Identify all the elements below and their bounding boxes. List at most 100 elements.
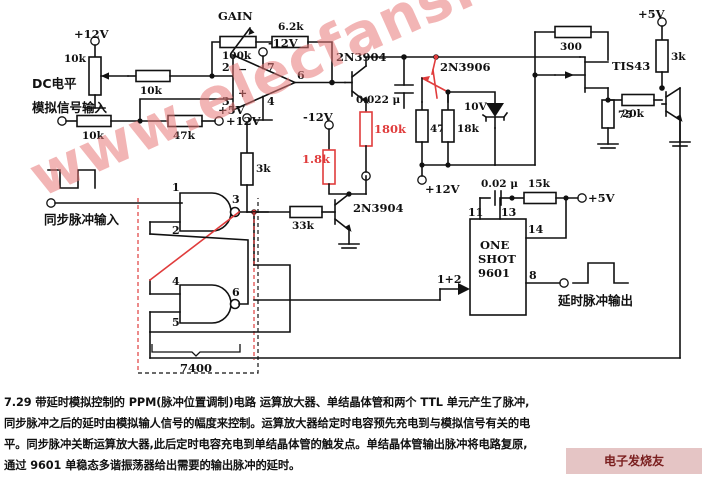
pin-label-7: 7 (267, 61, 275, 74)
resistor-18k-value: 18k (457, 123, 480, 135)
pin-label-13: 13 (501, 206, 516, 219)
sync-pulse-input-label: 同步脉冲输入 (44, 212, 120, 227)
resistor-3k-right-value: 3k (671, 51, 686, 63)
caption-line-2: 同步脉冲之后的延时由模拟输人信号的幅度来控制。运算放大器给定时电容预先充电到与模… (4, 417, 531, 430)
supply-p5v-right: +5V (638, 7, 666, 21)
pin-label-11: 11 (468, 206, 483, 219)
figure-caption: 7.29 带延时模拟控制的 PPM(脉冲位置调制)电路 运算放大器、单结晶体管和… (0, 392, 707, 480)
resistor-75 (601, 99, 615, 129)
supply-n12v-opamp: -12V (303, 110, 334, 124)
junction (532, 72, 538, 78)
pot-gain-value: 100k (222, 50, 252, 62)
emitter-arrow (676, 114, 683, 122)
resistor-33k-value: 33k (292, 220, 315, 232)
potentiometer-gain[interactable] (219, 35, 257, 49)
resistor-47k (167, 114, 203, 128)
pin-label-nand2-b: 5 (172, 316, 180, 329)
caption-line-3: 平。同步脉冲关断运算放大器,此后定时电容充电到单结晶体管的触发点。单结晶体管输出… (4, 438, 528, 451)
resistor-3k-right (655, 39, 669, 73)
nand-gate-2 (179, 284, 232, 324)
junction (346, 191, 352, 197)
device-tis43: TIS43 (612, 59, 650, 73)
emitter-arrow (345, 224, 352, 232)
pin-label-4: 4 (267, 95, 275, 108)
resistor-15k (523, 191, 557, 205)
supply-p5v-9601: +5V (588, 191, 616, 205)
zener-10v-value: 10V (464, 101, 488, 113)
gain-label: GAIN (218, 9, 253, 23)
gain-arrow (248, 28, 255, 35)
resistor-33k (289, 205, 323, 219)
pin-label-nand1-y: 3 (232, 193, 240, 206)
terminal-sync-pulse-input[interactable] (46, 198, 56, 208)
resistor-180k-value: 180k (374, 122, 407, 136)
zener-diode (486, 103, 504, 117)
nand-gate-1 (179, 192, 232, 232)
resistor-300 (554, 25, 592, 39)
terminal-p12v-47k (214, 116, 224, 126)
oneshot-line3: 9601 (478, 266, 510, 280)
resistor-15k-value: 15k (528, 178, 551, 190)
pot-dc-value: 10k (64, 53, 87, 65)
terminal-n12v-opamp (258, 47, 268, 57)
junction (445, 162, 451, 168)
oneshot-trigger-label: 1+2 (437, 273, 462, 286)
pin-label-nand1-a: 1 (172, 181, 180, 194)
resistor-10k-inv-value: 10k (140, 85, 163, 97)
terminal-delay-pulse-output[interactable] (559, 278, 569, 288)
pin-label-3: 3 (222, 95, 230, 108)
capacitor-002u-value: 0.02 μ (481, 178, 518, 190)
watermark-badge: 电子发烧友 Elecfans.com (566, 448, 702, 474)
pin-label-6: 6 (297, 69, 305, 82)
ic7400-outline (138, 198, 259, 374)
cross-couple-b (149, 233, 249, 305)
device-2n3904-opamp: 2N3904 (336, 50, 387, 64)
emitter-arrow (362, 96, 369, 104)
resistor-75-value: 75 (618, 109, 633, 121)
analog-input-label: 模拟信号输入 (32, 100, 108, 115)
resistor-3k-nand (240, 152, 254, 186)
pin-label-nand2-y: 6 (232, 286, 240, 299)
resistor-1k8-value: 1.8k (302, 152, 331, 166)
terminal-p12v-bias (417, 175, 427, 185)
ic7400-label: 7400 (180, 361, 212, 375)
pnp-emitter-arrow (422, 76, 430, 82)
resistor-47k-value: 47k (173, 130, 196, 142)
ujt-emitter-arrow (565, 71, 574, 79)
resistor-20k (621, 93, 655, 107)
trigger-arrow (458, 283, 470, 295)
pin-label-nand1-b: 2 (172, 224, 180, 237)
resistor-10k-analog (76, 114, 112, 128)
caption-line-4: 通过 9601 单稳态多谐振荡器给出需要的输出脉冲的延时。 (4, 459, 301, 472)
supply-p12v-47k: +12V (226, 114, 262, 128)
resistor-10k-analog-value: 10k (82, 130, 105, 142)
nand2-bubble (229, 298, 241, 310)
oneshot-line1: ONE (480, 238, 510, 252)
opamp-nin-sign: + (238, 87, 247, 100)
supply-p12v-a: +12V (74, 27, 110, 41)
pin-label-nand2-a: 4 (172, 275, 180, 288)
resistor-6k2-value: 6.2k (278, 21, 304, 33)
resistor-3k-nand-value: 3k (256, 163, 271, 175)
terminal-p5v-9601[interactable] (577, 193, 587, 203)
cross-couple-a (148, 210, 241, 282)
supply-n12v-opamp-top: -12V (268, 36, 299, 50)
terminal-analog-input[interactable] (57, 116, 67, 126)
opamp-inv-sign: − (238, 63, 247, 76)
potentiometer-dc-level[interactable] (88, 56, 102, 96)
pin-label-14: 14 (528, 223, 544, 236)
oneshot-line2: SHOT (478, 252, 516, 266)
supply-p5v-opamp: +5V (218, 103, 246, 117)
device-2n3904-driver: 2N3904 (353, 201, 404, 215)
ic-9601-oneshot (469, 218, 527, 316)
resistor-300-value: 300 (560, 41, 582, 53)
wiper-arrow (101, 72, 109, 80)
dc-level-label: DC电平 (32, 76, 77, 91)
op-amp (232, 53, 297, 112)
delay-pulse-output-label: 延时脉冲输出 (557, 293, 633, 308)
device-2n3906: 2N3906 (440, 60, 491, 74)
resistor-10k-inv (135, 69, 171, 83)
resistor-180k (359, 111, 373, 147)
